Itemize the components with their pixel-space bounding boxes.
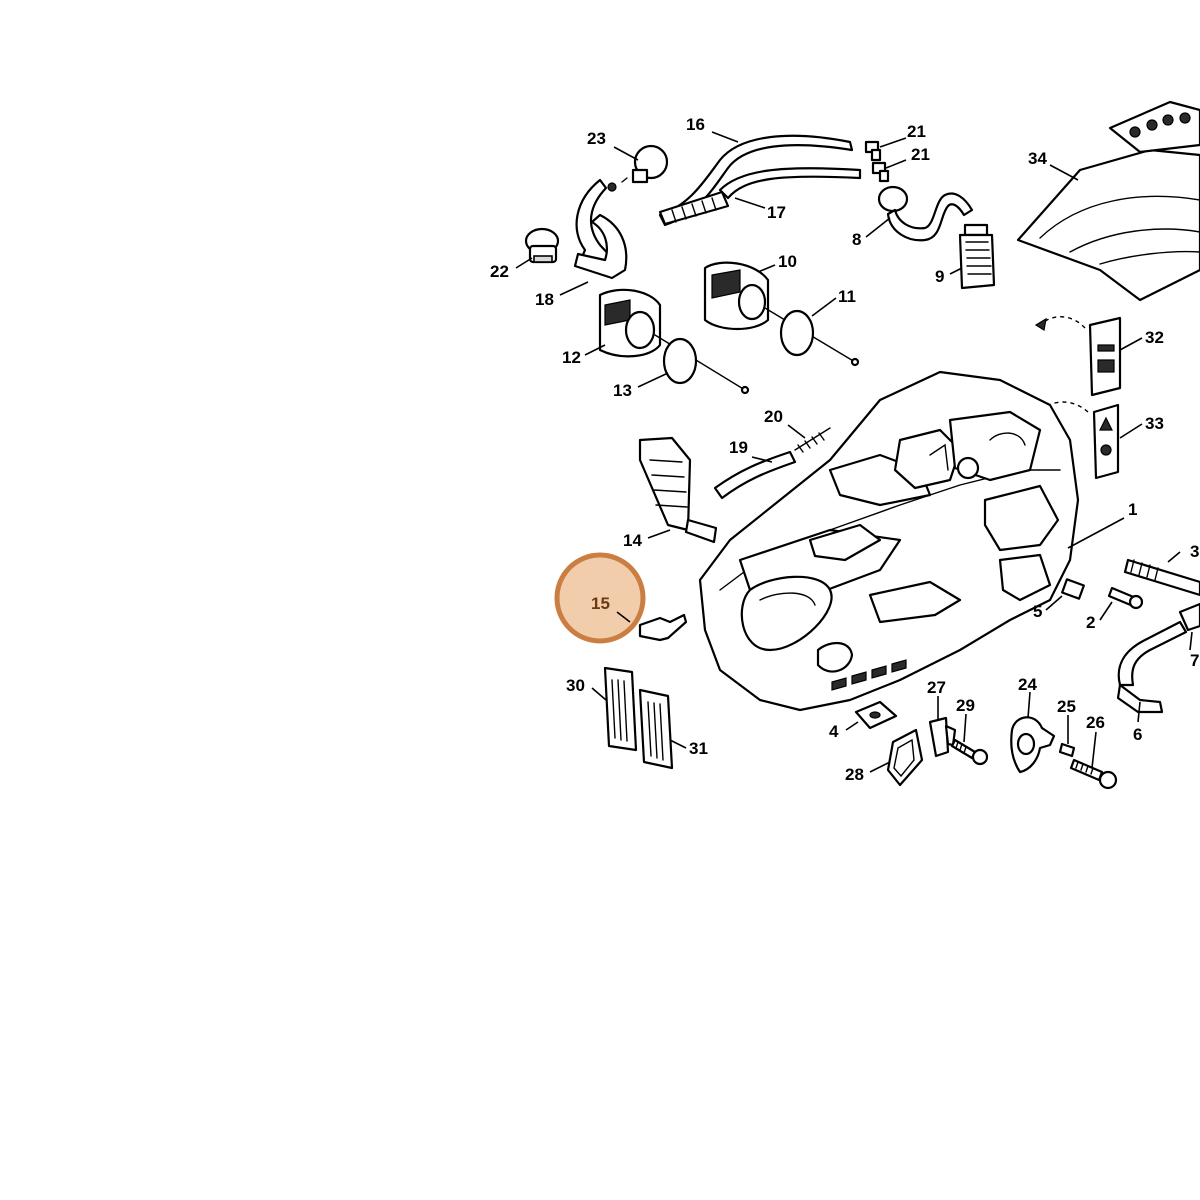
label-9[interactable]: 9	[935, 267, 944, 286]
label-8[interactable]: 8	[852, 230, 861, 249]
label-18[interactable]: 18	[535, 290, 554, 309]
label-3[interactable]: 3	[1190, 542, 1199, 561]
part-23-primer-bulb[interactable]	[621, 144, 669, 184]
label-7[interactable]: 7	[1190, 651, 1199, 670]
part-14-baffle[interactable]	[638, 436, 718, 544]
part-30-mat[interactable]	[603, 666, 638, 752]
part-7-fitting[interactable]	[1178, 602, 1200, 632]
label-22[interactable]: 22	[490, 262, 509, 281]
part-9-fuel-filter[interactable]	[958, 223, 996, 290]
part-25-screw[interactable]	[1058, 742, 1076, 758]
part-2-screw[interactable]	[1107, 586, 1144, 610]
label-17[interactable]: 17	[767, 203, 786, 222]
highlight-circle	[554, 552, 646, 644]
part-1-housing[interactable]	[698, 370, 1080, 712]
part-24-plate[interactable]	[1010, 716, 1056, 774]
part-18-bracket[interactable]	[573, 178, 628, 280]
part-5-plug[interactable]	[1061, 578, 1085, 600]
leader-lines	[515, 131, 1193, 773]
part-33-label[interactable]	[1092, 403, 1120, 480]
label-19[interactable]: 19	[729, 438, 748, 457]
label-10[interactable]: 10	[778, 252, 797, 271]
label-14[interactable]: 14	[623, 531, 642, 550]
part-29-screw[interactable]	[950, 738, 989, 766]
part-28-gasket[interactable]	[886, 728, 924, 787]
label-28[interactable]: 28	[845, 765, 864, 784]
part-11-o-ring[interactable]	[779, 309, 815, 357]
label-21a[interactable]: 21	[907, 122, 926, 141]
label-16[interactable]: 16	[686, 115, 705, 134]
label-6[interactable]: 6	[1133, 725, 1142, 744]
arrow-head-32	[1034, 317, 1047, 331]
label-13[interactable]: 13	[613, 381, 632, 400]
label-29[interactable]: 29	[956, 696, 975, 715]
label-33[interactable]: 33	[1145, 414, 1164, 433]
part-21-fitting-b[interactable]	[871, 161, 890, 183]
label-32[interactable]: 32	[1145, 328, 1164, 347]
part-19-hose[interactable]	[713, 450, 797, 500]
label-26[interactable]: 26	[1086, 713, 1105, 732]
label-4[interactable]: 4	[829, 722, 839, 741]
label-23[interactable]: 23	[587, 129, 606, 148]
part-15-clip[interactable]	[638, 613, 688, 642]
label-15[interactable]: 15	[591, 594, 610, 613]
label-27[interactable]: 27	[927, 678, 946, 697]
label-34[interactable]: 34	[1028, 149, 1047, 168]
assembly-arrow-33	[1041, 401, 1089, 413]
part-21-fitting-a[interactable]	[864, 140, 882, 162]
part-4-pad[interactable]	[854, 700, 898, 730]
part-13-o-ring[interactable]	[662, 337, 698, 385]
part-6-tube[interactable]	[1116, 620, 1188, 714]
part-27-bracket[interactable]	[928, 716, 957, 758]
label-5[interactable]: 5	[1033, 602, 1042, 621]
part-17-hose[interactable]	[658, 167, 862, 226]
label-20[interactable]: 20	[764, 407, 783, 426]
part-26-screw[interactable]	[1069, 758, 1118, 790]
part-10-oil-pump[interactable]	[703, 261, 860, 367]
assembly-arrow-32	[1039, 316, 1086, 329]
part-12-oil-pump[interactable]	[598, 288, 750, 395]
part-22-primer[interactable]	[524, 227, 560, 264]
part-31-mat[interactable]	[638, 688, 674, 770]
label-11[interactable]: 11	[838, 287, 856, 306]
part-20-spring[interactable]	[794, 427, 831, 453]
label-1[interactable]: 1	[1128, 500, 1137, 519]
label-12[interactable]: 12	[562, 348, 581, 367]
label-30[interactable]: 30	[566, 676, 585, 695]
label-2[interactable]: 2	[1086, 613, 1095, 632]
part-labels: 1 2 3 4 5 6 7 8 9 10 11 12 13 14 15 16 1…	[490, 115, 1199, 784]
part-34-cover[interactable]	[1016, 100, 1200, 302]
part-3-bolt[interactable]	[1123, 558, 1200, 597]
label-24[interactable]: 24	[1018, 675, 1037, 694]
label-21b[interactable]: 21	[911, 145, 930, 164]
label-25[interactable]: 25	[1057, 697, 1076, 716]
part-32-label[interactable]	[1088, 316, 1122, 397]
label-31[interactable]: 31	[689, 739, 708, 758]
part-8-pickup-hose[interactable]	[877, 185, 974, 242]
